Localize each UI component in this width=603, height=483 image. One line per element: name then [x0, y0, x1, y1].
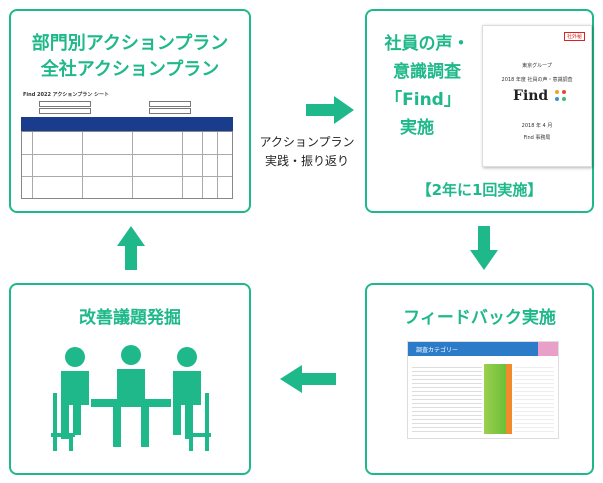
survey-title-line3: 「Find」	[385, 90, 461, 110]
arrow-down-icon	[470, 226, 498, 270]
step-feedback-box: フィードバック実施 調査カテゴリー	[365, 283, 594, 475]
survey-title-line1: 社員の声・	[384, 34, 470, 54]
action-plan-title-line1: 部門別アクションプラン	[31, 33, 229, 54]
thumbnail-green-bars	[484, 364, 506, 434]
survey-report-cover: 社外秘 東京グループ 2018 年度 社員の声・意識調査 Find 2018 年…	[482, 25, 592, 167]
report-title: 2018 年度 社員の声・意識調査	[501, 77, 573, 83]
feedback-chart-thumbnail: 調査カテゴリー	[407, 341, 559, 439]
cycle-label-line1: アクションプラン	[259, 135, 355, 149]
sheet-table-header	[21, 117, 233, 131]
logo-dots	[555, 90, 569, 104]
cycle-label-line2: 実践・振り返り	[264, 154, 349, 168]
thumbnail-title: 調査カテゴリー	[416, 347, 459, 354]
feedback-title: フィードバック実施	[403, 308, 556, 328]
step-survey-box: 社員の声・ 意識調査 「Find」 実施 社外秘 東京グループ 2018 年度 …	[365, 9, 594, 213]
report-logo: Find	[513, 88, 549, 104]
sheet-field-row	[149, 108, 191, 114]
arrow-left-icon	[280, 365, 336, 393]
thumbnail-header-accent	[538, 342, 558, 356]
thumbnail-orange-bars	[506, 364, 512, 434]
meeting-people-icon	[51, 345, 211, 451]
sheet-heading: Find 2022 アクションプラン シート	[23, 92, 110, 98]
step-action-plan-box: 部門別アクションプラン 全社アクションプラン Find 2022 アクションプラ…	[9, 9, 251, 213]
survey-frequency-caption: 【2年に1回実施】	[416, 181, 543, 199]
step-issue-discovery-box: 改善議題発掘	[9, 283, 251, 475]
report-org: 東京グループ	[522, 63, 552, 69]
action-plan-sheet-thumbnail: Find 2022 アクションプラン シート	[19, 91, 241, 201]
thumbnail-row-lines	[412, 364, 482, 434]
report-dept: Find 事務局	[523, 135, 551, 141]
arrow-up-icon	[117, 226, 145, 270]
sheet-table-body	[21, 131, 233, 199]
sheet-field-row	[39, 108, 91, 114]
arrow-right-icon	[306, 96, 354, 124]
survey-title-line2: 意識調査	[393, 62, 461, 82]
thumbnail-right-grid	[514, 364, 554, 434]
confidential-stamp: 社外秘	[563, 32, 585, 41]
issue-discovery-title: 改善議題発掘	[79, 308, 181, 328]
sheet-field-row	[149, 101, 191, 107]
sheet-field-row	[39, 101, 91, 107]
action-plan-title-line2: 全社アクションプラン	[40, 59, 220, 80]
report-date: 2018 年 4 月	[521, 123, 553, 129]
thumbnail-header-bar	[408, 342, 538, 356]
survey-title-line4: 実施	[400, 118, 434, 138]
